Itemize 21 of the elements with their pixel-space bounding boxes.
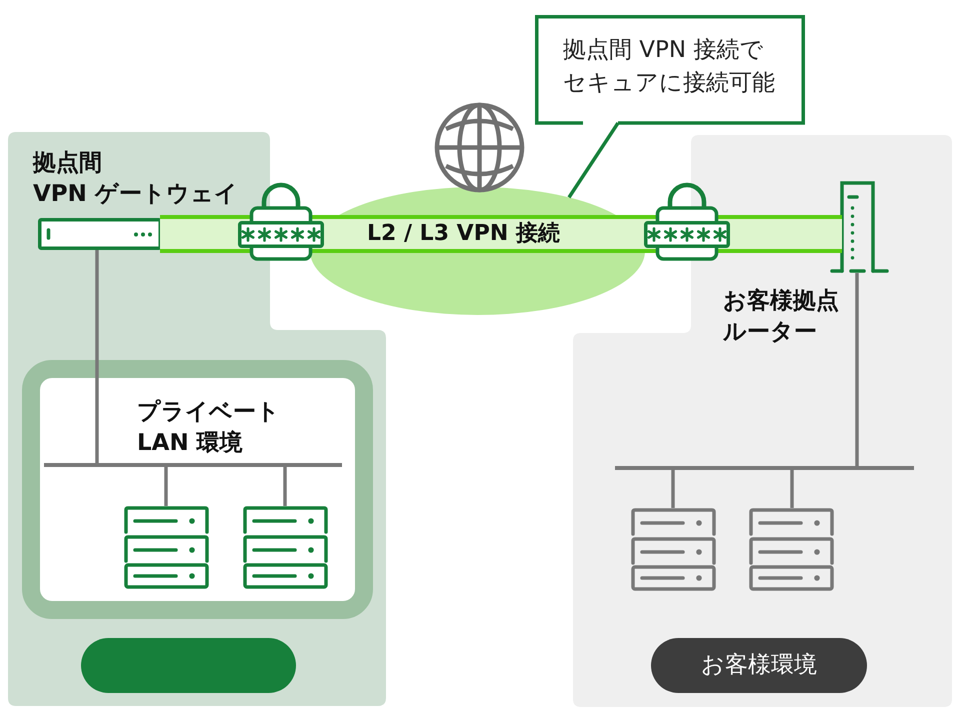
- device-label: 拠点間 VPN ゲートウェイ: [33, 149, 239, 209]
- server-icon: [243, 506, 328, 589]
- server-icon: [749, 508, 834, 591]
- router-icon: [829, 180, 890, 273]
- server-icon: [631, 508, 716, 591]
- network-line: [164, 467, 168, 506]
- callout-box: [535, 15, 805, 125]
- network-line: [671, 470, 675, 508]
- leader-line: [568, 122, 620, 198]
- network-line: [283, 467, 287, 506]
- lan-label: プライベート LAN 環境: [137, 398, 281, 458]
- network-line: [855, 273, 859, 466]
- network-line: [790, 470, 794, 508]
- server-icon: [124, 506, 209, 589]
- callout-text: 拠点間 VPN 接続でセキュアに接続可能: [563, 36, 776, 98]
- site-panel: [573, 135, 952, 707]
- lan-frame: [22, 360, 373, 619]
- environment-tag: お客様環境: [651, 638, 867, 693]
- network-line: [95, 250, 99, 463]
- tunnel-label: L2 / L3 VPN 接続: [367, 220, 560, 248]
- device-label: お客様拠点ルーター: [723, 287, 840, 347]
